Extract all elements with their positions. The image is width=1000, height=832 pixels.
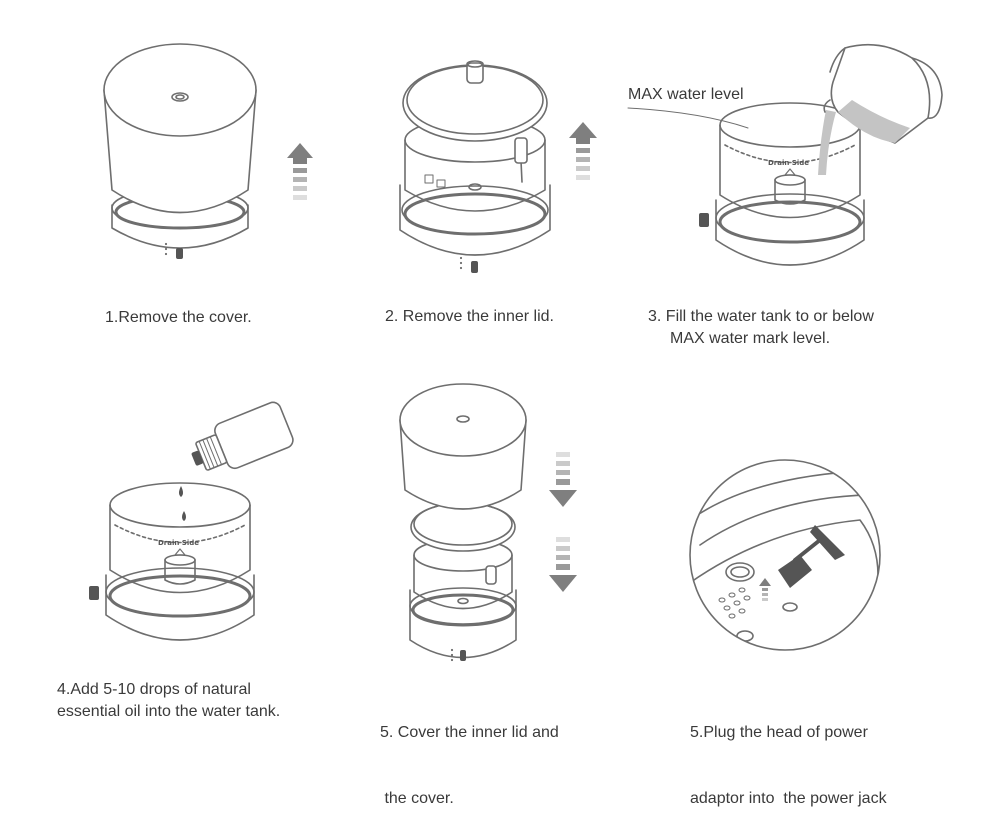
max-water-level-label: MAX water level (628, 86, 744, 103)
illustration-step-6 (689, 459, 881, 651)
caption-step-3: 3. Fill the water tank to or below MAX w… (648, 308, 874, 347)
instruction-diagram: Drain Side Drain Side (89, 43, 943, 662)
caption-step-5: 5. Cover the inner lid and the cover. (380, 724, 559, 807)
illustration-step-3: Drain Side (627, 43, 943, 266)
caption-step-4: 4.Add 5-10 drops of natural essential oi… (57, 681, 281, 720)
drain-side-label-2: Drain Side (158, 539, 199, 547)
drain-side-label-1: Drain Side (768, 159, 809, 167)
arrow-down-icon (549, 537, 577, 592)
arrow-down-icon (549, 452, 577, 507)
illustration-step-1 (103, 43, 313, 259)
illustration-step-4: Drain Side (89, 401, 294, 641)
measuring-jug (823, 43, 943, 144)
illustration-step-5 (399, 383, 577, 662)
caption-step-1: 1.Remove the cover. (105, 309, 252, 326)
arrow-up-icon (287, 143, 313, 200)
essential-oil-bottle (191, 401, 294, 471)
caption-step-2: 2. Remove the inner lid. (385, 308, 554, 325)
caption-step-6: 5.Plug the head of power adaptor into th… (690, 724, 887, 807)
illustration-step-2 (399, 60, 597, 273)
arrow-up-icon (569, 122, 597, 180)
